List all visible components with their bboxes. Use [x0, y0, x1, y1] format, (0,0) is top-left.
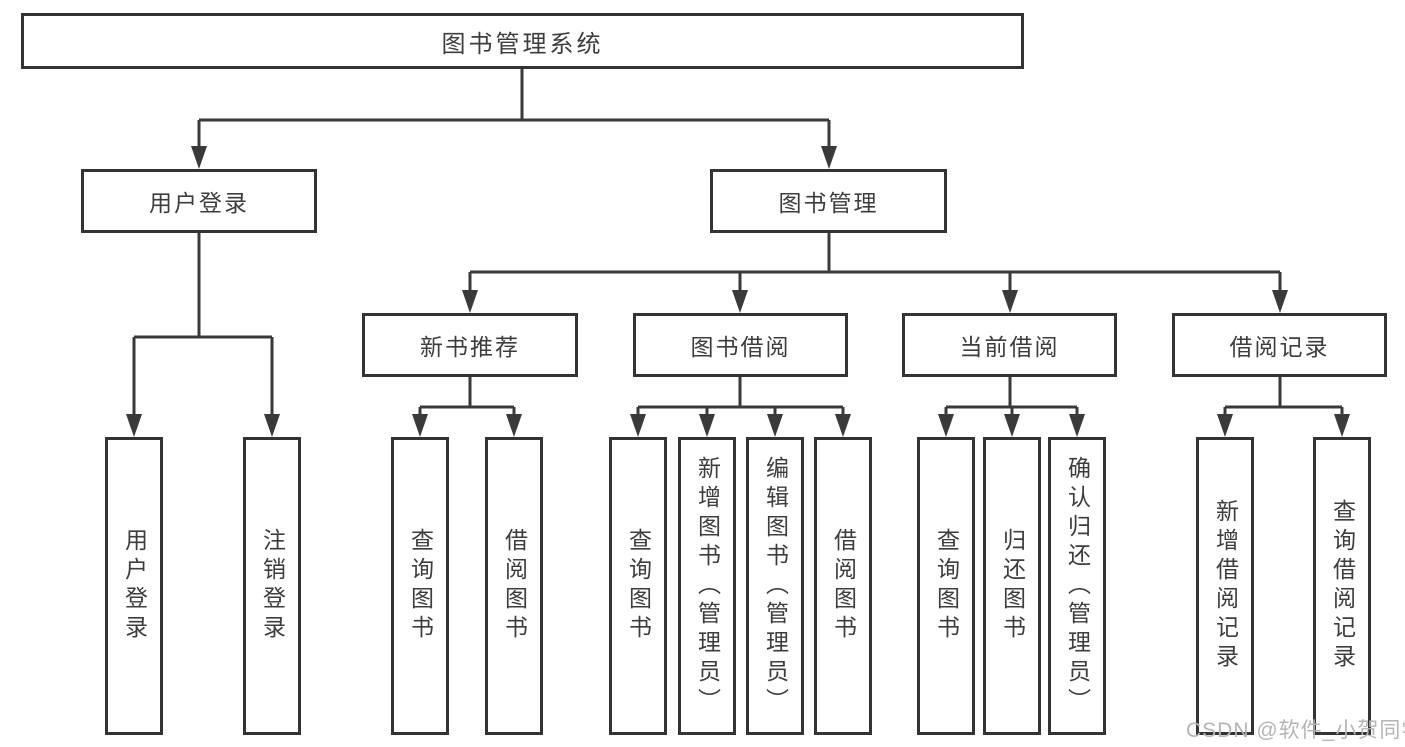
leaf-add-book-admin: 新增图书（管理员）	[678, 437, 736, 735]
leaf-user-login-label: 用户登录	[121, 528, 148, 644]
node-user-login: 用户登录	[81, 169, 317, 233]
node-root: 图书管理系统	[21, 13, 1024, 69]
leaf-query-book-1-label: 查询图书	[407, 528, 434, 644]
arrowheads	[126, 146, 1350, 437]
leaf-query-book-2-label: 查询图书	[625, 528, 652, 644]
node-borrow-record-label: 借阅记录	[1229, 334, 1330, 360]
leaf-query-book-3: 查询图书	[917, 437, 975, 735]
leaf-borrow-book-1-label: 借阅图书	[501, 528, 528, 644]
node-book-borrow-label: 图书借阅	[690, 334, 791, 360]
node-current-borrow-label: 当前借阅	[959, 334, 1060, 360]
node-root-label: 图书管理系统	[441, 30, 604, 58]
node-book-management: 图书管理	[710, 169, 947, 233]
leaf-borrow-book-1: 借阅图书	[485, 437, 543, 735]
leaf-add-borrow-record: 新增借阅记录	[1196, 437, 1254, 735]
leaf-return-book: 归还图书	[983, 437, 1041, 735]
leaf-confirm-return-admin: 确认归还（管理员）	[1048, 437, 1106, 735]
leaf-borrow-book-2: 借阅图书	[814, 437, 872, 735]
leaf-query-book-1: 查询图书	[391, 437, 449, 735]
watermark-text: CSDN @软件_小贺同学	[1186, 719, 1405, 742]
leaf-logout-label: 注销登录	[259, 528, 286, 644]
node-user-login-label: 用户登录	[149, 190, 249, 216]
node-book-management-label: 图书管理	[778, 190, 879, 216]
leaf-edit-book-admin: 编辑图书（管理员）	[746, 437, 804, 735]
leaf-return-book-label: 归还图书	[999, 528, 1026, 644]
tree-edges	[132, 69, 1344, 417]
leaf-query-borrow-record: 查询借阅记录	[1313, 437, 1371, 735]
node-new-book-recommend: 新书推荐	[362, 313, 578, 377]
node-current-borrow: 当前借阅	[902, 313, 1117, 377]
leaf-add-book-admin-label: 新增图书（管理员）	[694, 455, 721, 717]
leaf-query-book-3-label: 查询图书	[933, 528, 960, 644]
node-new-book-recommend-label: 新书推荐	[420, 334, 520, 360]
leaf-query-borrow-record-label: 查询借阅记录	[1329, 499, 1356, 673]
node-book-borrow: 图书借阅	[633, 313, 848, 377]
leaf-logout: 注销登录	[243, 437, 301, 735]
leaf-edit-book-admin-label: 编辑图书（管理员）	[762, 455, 789, 717]
leaf-user-login: 用户登录	[105, 437, 163, 735]
leaf-query-book-2: 查询图书	[609, 437, 667, 735]
leaf-confirm-return-admin-label: 确认归还（管理员）	[1064, 455, 1091, 717]
leaf-add-borrow-record-label: 新增借阅记录	[1212, 499, 1239, 673]
leaf-borrow-book-2-label: 借阅图书	[830, 528, 857, 644]
node-borrow-record: 借阅记录	[1172, 313, 1387, 377]
